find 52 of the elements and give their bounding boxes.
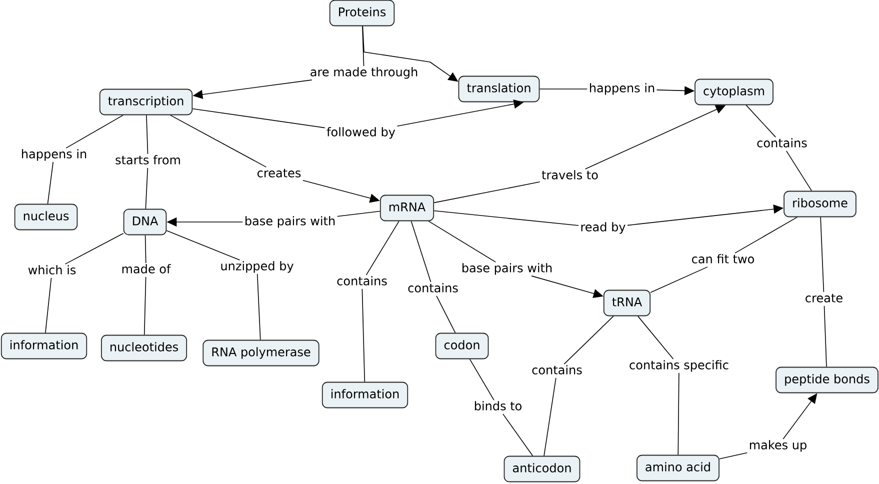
edge-label: unzipped by — [218, 260, 296, 274]
edge-label: create — [803, 292, 845, 306]
edge-label: binds to — [472, 400, 524, 414]
edge-label: base pairs with — [242, 215, 338, 229]
concept-box: codon — [435, 332, 489, 360]
edge-label: makes up — [747, 439, 809, 453]
edge-label: travels to — [540, 169, 600, 183]
edge-label: starts from — [114, 154, 182, 168]
concept-box: nucleus — [14, 204, 78, 230]
concept-box: peptide bonds — [776, 366, 878, 394]
concept-box: DNA — [123, 208, 167, 236]
concept-box: nucleotides — [100, 334, 188, 362]
edge-label: contains — [530, 364, 584, 378]
concept-box: anticodon — [504, 456, 580, 482]
connector-line — [166, 230, 261, 340]
concept-box: tRNA — [603, 290, 651, 316]
concept-box: ribosome — [784, 190, 856, 218]
connector-line — [144, 234, 146, 336]
concept-box: translation — [458, 76, 540, 102]
concept-box: amino acid — [636, 454, 720, 482]
edge-label: read by — [578, 221, 628, 235]
connector-line — [410, 220, 456, 334]
edge-label: contains specific — [628, 359, 730, 373]
edge-label: contains — [335, 275, 389, 289]
connector-line — [638, 316, 680, 456]
edge-label: happens in — [587, 82, 657, 96]
edge-label: made of — [120, 263, 172, 277]
edge-label: can fit two — [690, 253, 756, 267]
edge-label: contains — [406, 282, 460, 296]
connector-line — [469, 358, 534, 456]
concept-box: RNA polymerase — [202, 340, 320, 366]
connector-line — [47, 114, 124, 204]
edge-label: which is — [26, 264, 78, 278]
connector-line — [45, 233, 124, 334]
connector-line — [650, 216, 798, 293]
connector-line — [145, 114, 148, 210]
concept-box: Proteins — [329, 0, 395, 26]
edge-label: base pairs with — [460, 262, 554, 276]
connector-line — [362, 220, 400, 382]
edge-label: are made through — [308, 66, 420, 80]
concept-box: cytoplasm — [694, 78, 774, 106]
concept-box: transcription — [99, 88, 193, 116]
edge-label: contains — [755, 137, 809, 151]
concept-box: information — [0, 332, 88, 360]
connector-line — [820, 216, 827, 368]
connector-line — [746, 104, 812, 192]
concept-box: mRNA — [380, 194, 434, 222]
concept-box: information — [322, 382, 408, 408]
edge-label: followed by — [325, 126, 397, 140]
edge-label: happens in — [19, 148, 89, 162]
connector-line — [544, 316, 614, 456]
edge-label: creates — [255, 167, 303, 181]
